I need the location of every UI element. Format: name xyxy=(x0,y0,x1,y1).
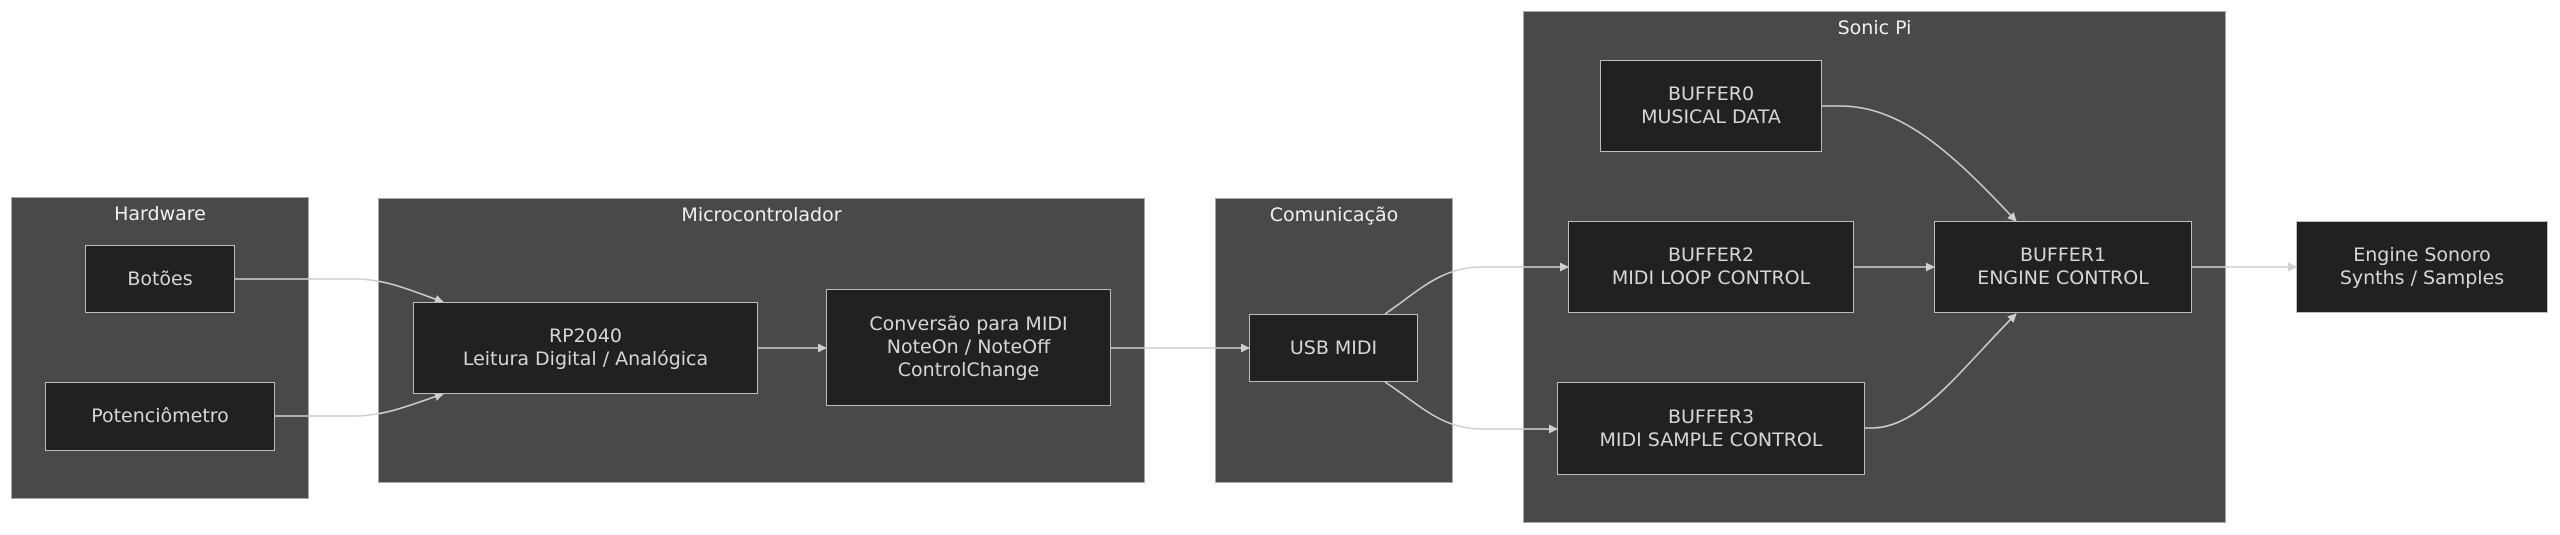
cluster-title-hardware: Hardware xyxy=(114,203,206,225)
node-usb-midi: USB MIDI xyxy=(1249,314,1418,382)
node-buffer0: BUFFER0 MUSICAL DATA xyxy=(1600,60,1822,152)
node-buffer1: BUFFER1 ENGINE CONTROL xyxy=(1934,221,2192,313)
cluster-title-comunicacao: Comunicação xyxy=(1269,204,1399,226)
node-buffer3: BUFFER3 MIDI SAMPLE CONTROL xyxy=(1557,382,1865,475)
node-potenciometro: Potenciômetro xyxy=(45,382,275,451)
node-rp2040: RP2040 Leitura Digital / Analógica xyxy=(413,302,758,394)
node-botoes: Botões xyxy=(85,245,235,313)
node-buffer2: BUFFER2 MIDI LOOP CONTROL xyxy=(1568,221,1854,313)
node-engine-sonoro: Engine Sonoro Synths / Samples xyxy=(2296,221,2548,313)
node-midi-conversion: Conversão para MIDI NoteOn / NoteOff Con… xyxy=(826,289,1111,406)
cluster-title-sonic-pi: Sonic Pi xyxy=(1837,17,1912,39)
cluster-hardware: Hardware xyxy=(11,197,309,499)
cluster-title-microcontrolador: Microcontrolador xyxy=(681,204,842,226)
